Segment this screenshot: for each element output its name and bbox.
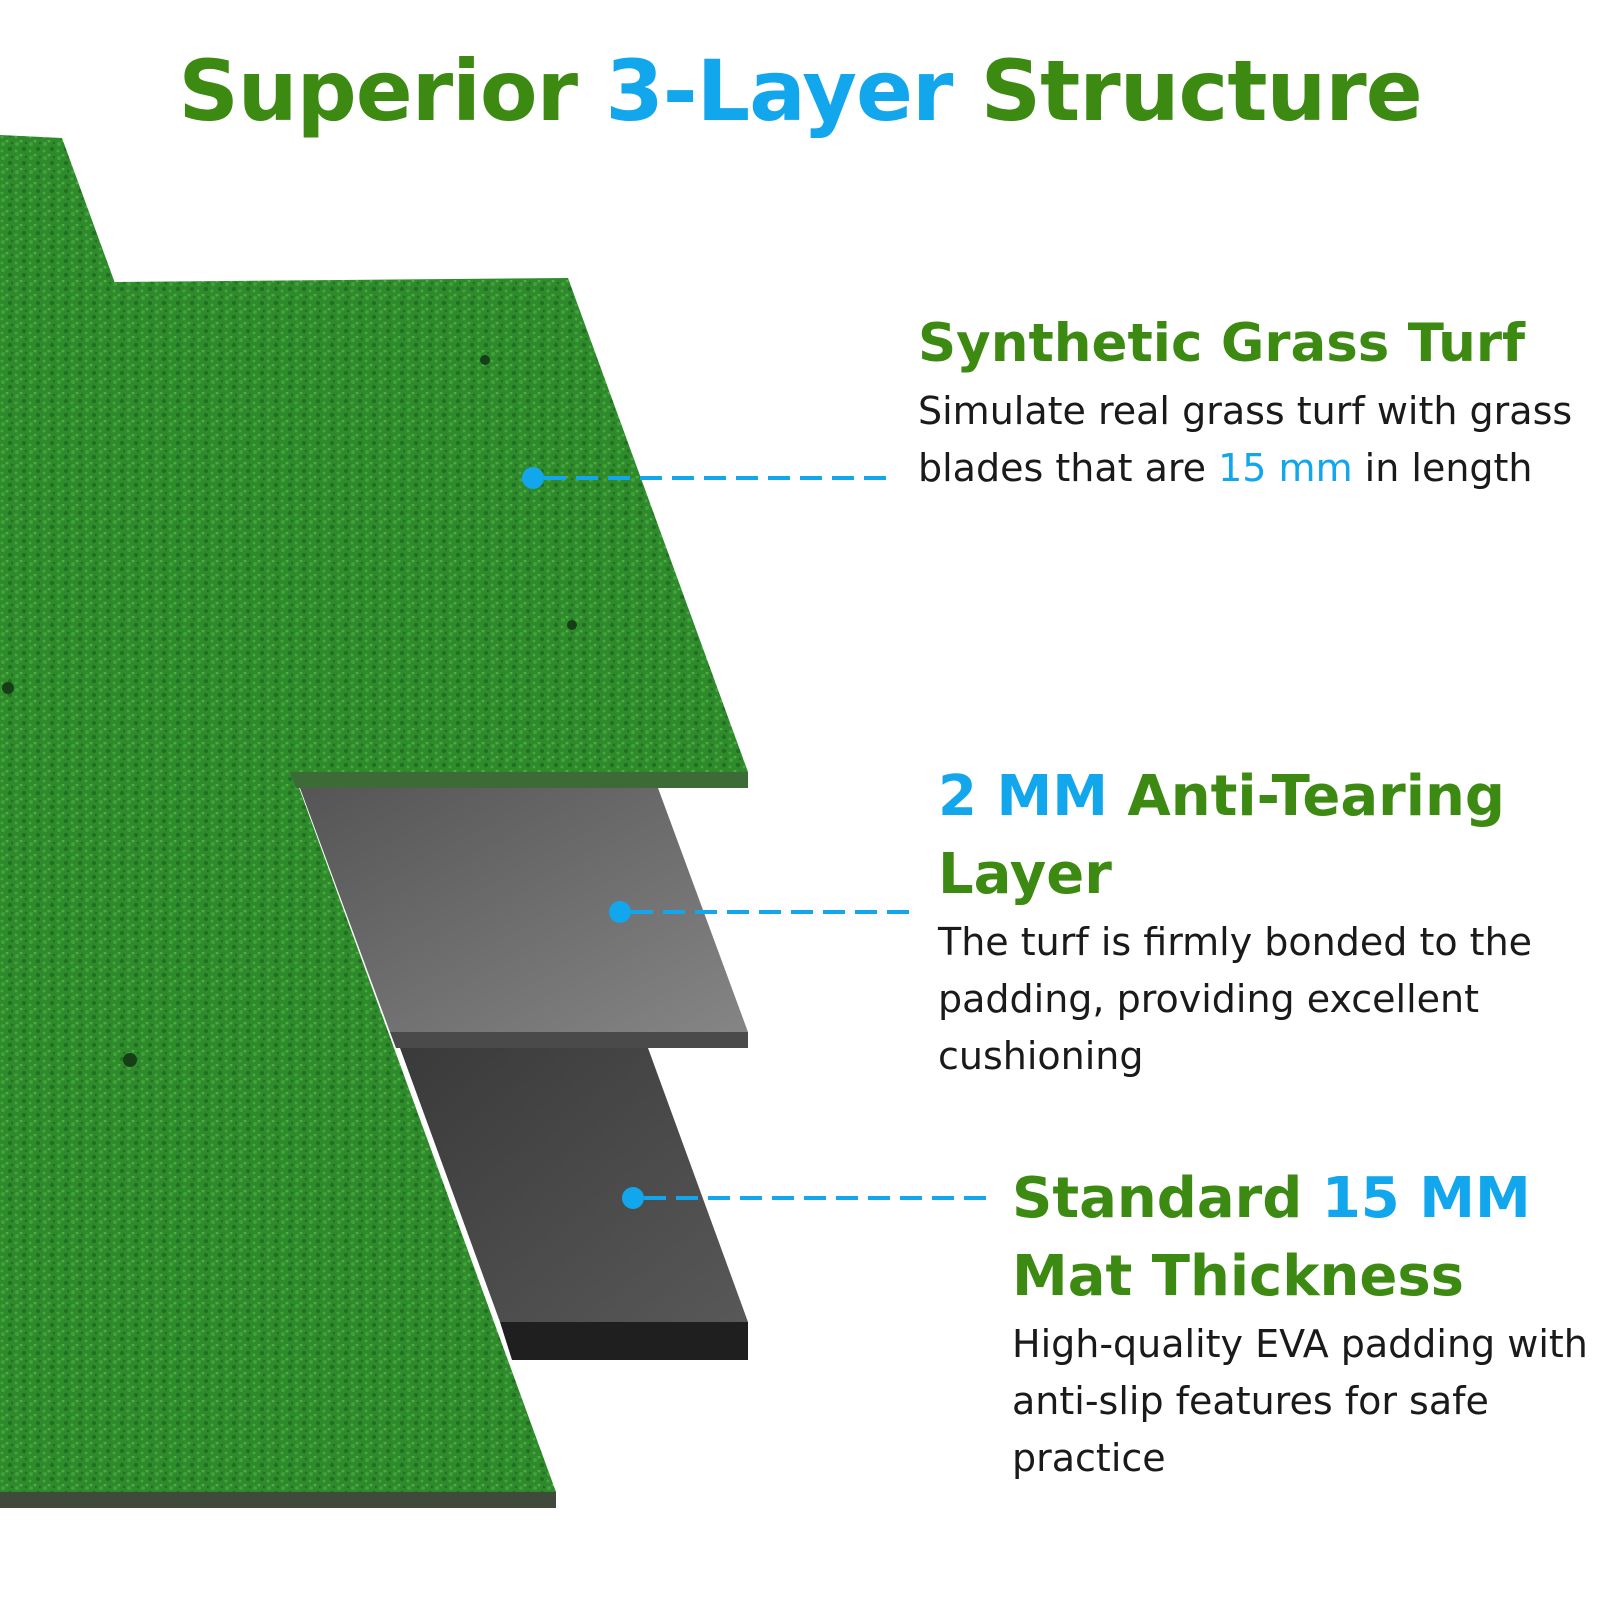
callout-anti-tearing bbox=[609, 901, 918, 923]
feature-description: The turf is firmly bonded to the padding… bbox=[938, 920, 1533, 1078]
heading-highlight: 15 MM bbox=[1321, 1166, 1531, 1231]
desc-text: Simulate real grass turf with grass blad… bbox=[918, 389, 1573, 490]
feature-description: Simulate real grass turf with grass blad… bbox=[918, 383, 1578, 497]
feature-heading: 2 MM Anti-Tearing Layer bbox=[938, 758, 1578, 914]
desc-text-end: in length bbox=[1352, 446, 1533, 490]
title-highlight: 3-Layer bbox=[605, 42, 953, 140]
grass-turf-layer bbox=[112, 278, 748, 788]
tee-hole bbox=[2, 682, 14, 694]
title-suffix: Structure bbox=[952, 42, 1423, 140]
page-title: Superior 3-Layer Structure bbox=[0, 42, 1600, 140]
eva-foam-layer bbox=[400, 1048, 748, 1360]
title-prefix: Superior bbox=[178, 42, 606, 140]
feature-heading: Synthetic Grass Turf bbox=[918, 305, 1578, 383]
feature-heading-text: Mat Thickness bbox=[1012, 1244, 1464, 1309]
feature-heading-text: Synthetic Grass Turf bbox=[918, 313, 1526, 374]
feature-anti-tearing: 2 MM Anti-Tearing Layer The turf is firm… bbox=[938, 758, 1578, 1085]
callout-grass bbox=[522, 467, 890, 489]
desc-highlight: 15 mm bbox=[1218, 446, 1353, 490]
heading-prefix: Standard bbox=[1012, 1166, 1322, 1231]
feature-heading: Standard 15 MM Mat Thickness bbox=[1012, 1160, 1592, 1316]
tee-hole bbox=[123, 1053, 137, 1067]
feature-heading-text: Anti-Tearing Layer bbox=[938, 764, 1505, 907]
anti-tearing-layer bbox=[300, 788, 748, 1048]
base-mat bbox=[0, 135, 556, 1508]
callout-thickness bbox=[622, 1187, 990, 1209]
heading-highlight: 2 MM bbox=[938, 764, 1108, 829]
feature-description: High-quality EVA padding with anti-slip … bbox=[1012, 1322, 1588, 1480]
feature-mat-thickness: Standard 15 MM Mat Thickness High-qualit… bbox=[1012, 1160, 1592, 1487]
feature-synthetic-grass: Synthetic Grass Turf Simulate real grass… bbox=[918, 305, 1578, 497]
